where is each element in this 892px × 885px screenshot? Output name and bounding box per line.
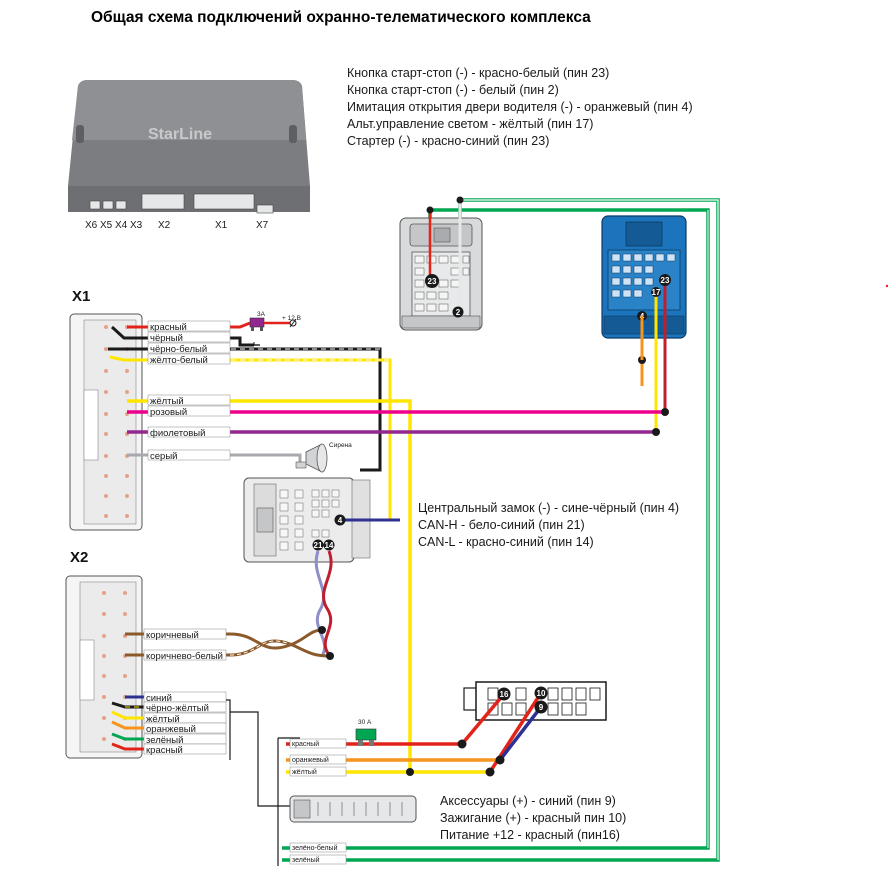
pin-badge [425,274,439,288]
white-connector [399,217,483,331]
wire-label: зелёный [292,856,320,864]
relay-wire-labels: красный оранжевый жёлтый [289,738,347,777]
siren-label: Сирена [329,442,352,449]
relay-module [289,795,417,823]
x1-wire-labels: красный чёрный чёрно-белый жёлто-белый ж… [147,320,231,462]
pin-label: 4 [338,516,343,525]
relay-green-wire-labels: зелёно-белый зелёный [289,842,347,865]
wire-label: коричневый [146,630,199,641]
wire-label: зелёно-белый [292,844,338,852]
pin-label: 23 [661,276,670,285]
wire-label: красный [150,322,187,333]
pin-label: 10 [537,689,546,698]
pin-label: 17 [652,288,661,297]
note-line: CAN-L - красно-синий (пин 14) [418,535,594,549]
notes-bottom: Аксессуары (+) - синий (пин 9) Зажигание… [440,794,626,842]
wire-label: зелёный [146,735,183,746]
fuse-3a: 3А + 12 В [248,311,301,346]
pin-label: 16 [500,690,509,699]
wire-label: фиолетовый [150,428,205,439]
wire-label: чёрно-белый [150,344,207,355]
fuse-label: 3А [257,311,266,318]
x2-header: X2 [70,549,88,566]
note-line: Зажигание (+) - красный пин 10) [440,811,626,825]
pin-label: 23 [428,277,437,286]
notes-top: Кнопка старт-стоп (-) - красно-белый (пи… [347,66,693,148]
wire-label: оранжевый [292,756,329,764]
port-label-x5: X5 [100,220,113,231]
port-label-x7: X7 [256,220,269,231]
pin-label: 14 [325,541,334,550]
wire-label: жёлто-белый [150,355,208,366]
wire-label: серый [150,451,177,462]
wire-label: чёрно-жёлтый [146,703,209,714]
wire-label: жёлтый [292,768,317,776]
note-line: Стартер (-) - красно-синий (пин 23) [347,134,549,148]
port-label-x6: X6 [85,220,98,231]
plus12-label: + 12 В [282,315,301,322]
pin-label: 21 [314,541,323,550]
wire-label: жёлтый [146,714,180,725]
starline-unit: StarLine [68,80,310,214]
pin-label: 9 [539,703,544,712]
wire-label: оранжевый [146,724,196,735]
fuse-label: 30 А [358,719,372,726]
note-line: Аксессуары (+) - синий (пин 9) [440,794,616,808]
port-label-x1: X1 [215,220,228,231]
x2-bundle [226,699,300,866]
port-label-x4: X4 [115,220,128,231]
note-line: Имитация открытия двери водителя (-) - о… [347,100,693,114]
wire-label: жёлтый [150,396,184,407]
x2-wire-labels: коричневый коричнево-белый синий чёрно-ж… [143,628,227,756]
red-dot-marker [885,284,889,288]
port-label-x2: X2 [158,220,171,231]
note-line: Кнопка старт-стоп (-) - белый (пин 2) [347,83,559,97]
port-labels: X6 X5 X4 X3 X2 X1 X7 [85,220,269,231]
can-twisted-pair [314,550,333,657]
x1-connector [69,313,143,531]
brand-logo: StarLine [148,126,212,143]
siren: Сирена [295,442,352,473]
note-line: Кнопка старт-стоп (-) - красно-белый (пи… [347,66,609,80]
note-line: CAN-H - бело-синий (пин 21) [418,518,585,532]
page-title: Общая схема подключений охранно-телемати… [91,9,591,26]
wire-label: розовый [150,407,187,418]
wire-label: красный [146,745,183,756]
wire-label: чёрный [150,333,183,344]
wire-label: синий [146,693,172,704]
port-label-x3: X3 [130,220,143,231]
note-line: Центральный замок (-) - сине-чёрный (пин… [418,501,679,515]
x2-connector [65,575,143,759]
fuse-30a: 30 А [355,719,377,746]
note-line: Питание +12 - красный (пин16) [440,828,620,842]
x1-header: X1 [72,288,90,305]
note-line: Альт.управление светом - жёлтый (пин 17) [347,117,593,131]
notes-mid: Центральный замок (-) - сине-чёрный (пин… [418,501,679,549]
wire-label: коричнево-белый [146,651,223,662]
pin-label: 2 [456,308,461,317]
wire-label: красный [292,740,319,748]
